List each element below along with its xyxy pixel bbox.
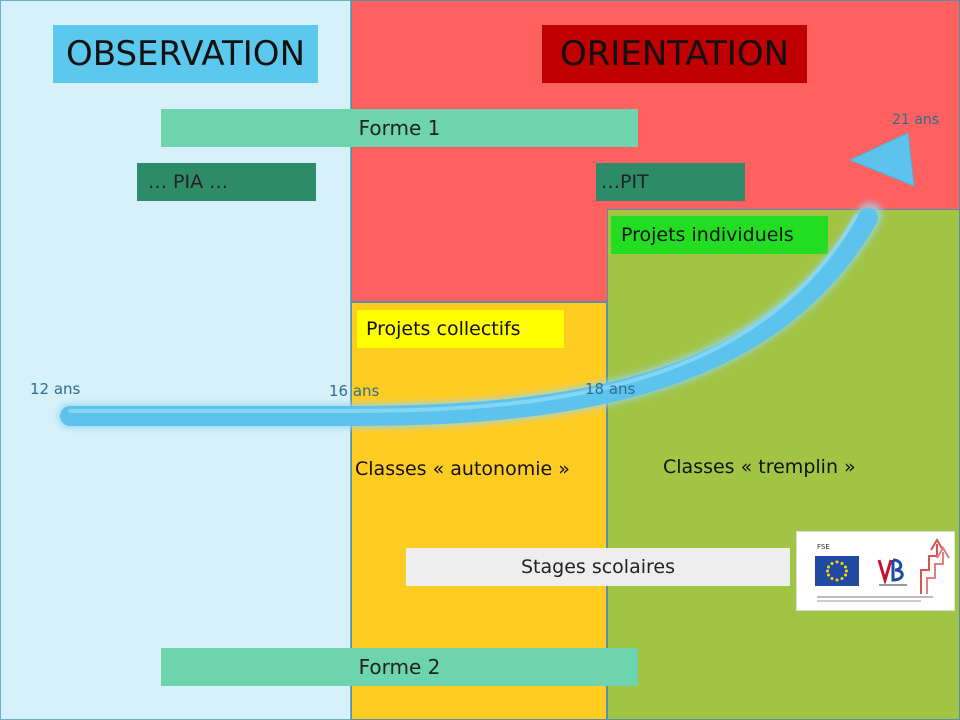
pit-bar: …PIT [596, 163, 745, 201]
stages-bar: Stages scolaires [406, 548, 790, 586]
observation-title: OBSERVATION [53, 25, 318, 83]
federation-wb-logo-icon [873, 554, 913, 590]
eu-flag-icon [815, 556, 859, 586]
forme1-bar: Forme 1 [161, 109, 638, 147]
projets-individuels-label: Projets individuels [621, 224, 794, 246]
projets-individuels-box: Projets individuels [611, 216, 828, 254]
age-12: 12 ans [30, 380, 81, 398]
pia-bar: … PIA … [137, 163, 316, 201]
orientation-title: ORIENTATION [542, 25, 807, 83]
forme2-label: Forme 2 [358, 655, 441, 679]
pia-label: … PIA … [148, 171, 229, 193]
rising-arrows-icon [917, 536, 953, 596]
autonomie-label: Classes « autonomie » [355, 458, 570, 480]
pit-label: …PIT [601, 171, 649, 193]
projets-collectifs-box: Projets collectifs [357, 310, 564, 348]
forme2-bar: Forme 2 [161, 648, 638, 686]
tremplin-zone [607, 209, 960, 720]
tremplin-label: Classes « tremplin » [663, 456, 856, 478]
stages-label: Stages scolaires [521, 556, 675, 578]
age-21: 21 ans [892, 112, 940, 128]
age-18: 18 ans [585, 380, 636, 398]
fse-logo: FSE [796, 531, 955, 611]
age-16: 16 ans [329, 382, 380, 400]
forme1-label: Forme 1 [358, 116, 441, 140]
fse-logo-label: FSE [817, 543, 830, 551]
fse-logo-fine-print [817, 596, 933, 604]
projets-collectifs-label: Projets collectifs [366, 318, 521, 340]
